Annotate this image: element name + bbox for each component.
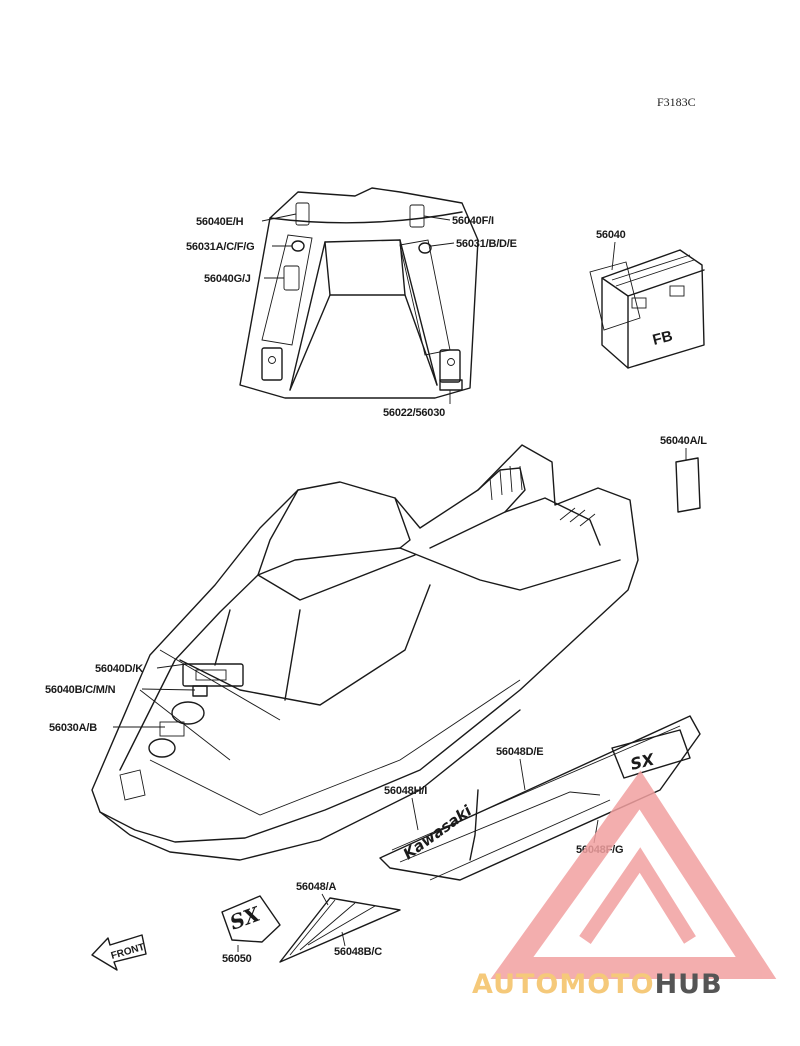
label-56031a-c-f-g: 56031A/C/F/G xyxy=(186,241,255,253)
deck-pad-drawing xyxy=(239,187,479,399)
leader-line xyxy=(321,893,329,906)
leader-line xyxy=(141,688,196,691)
leader-line xyxy=(519,758,526,791)
label-56048d-e: 56048D/E xyxy=(496,746,543,758)
battery-brand-text: FB xyxy=(651,328,675,349)
label-56022-56030: 56022/56030 xyxy=(383,407,445,419)
small-stripe-drawing xyxy=(279,897,401,963)
front-arrow-icon: FRONT xyxy=(91,934,147,971)
label-56040g-j: 56040G/J xyxy=(204,273,251,285)
watermark-logo xyxy=(490,770,777,979)
leader-line xyxy=(430,242,455,247)
side-decal-sx: SX xyxy=(628,750,656,774)
label-56040a-l: 56040A/L xyxy=(660,435,707,447)
leader-line xyxy=(611,241,616,271)
battery-drawing: FB xyxy=(589,249,705,369)
label-56040: 56040 xyxy=(596,229,626,241)
figure-code: F3183C xyxy=(657,95,696,109)
label-56040f-i: 56040F/I xyxy=(452,215,494,227)
leader-line xyxy=(341,931,346,947)
jetski-hull-drawing xyxy=(91,444,639,861)
label-56040d-k: 56040D/K xyxy=(95,663,143,675)
label-56040e-h: 56040E/H xyxy=(196,216,244,228)
leader-line xyxy=(423,215,451,221)
label-56030a-b: 56030A/B xyxy=(49,722,97,734)
leader-line xyxy=(411,797,419,831)
sx-logo-drawing: SX xyxy=(221,895,281,943)
label-56048b-c: 56048B/C xyxy=(334,946,382,958)
label-56048h-i: 56048H/I xyxy=(384,785,427,797)
label-56050: 56050 xyxy=(222,953,252,965)
sx-logo-text: SX xyxy=(227,901,265,934)
label-56031-b-d-e: 56031/B/D/E xyxy=(456,238,517,250)
tag-drawing xyxy=(675,457,701,513)
label-56040b-c-m-n: 56040B/C/M/N xyxy=(45,684,116,696)
leader-line xyxy=(156,663,187,669)
side-decal-brand: Kawasaki xyxy=(400,801,476,863)
label-56048-a: 56048/A xyxy=(296,881,336,893)
leader-line xyxy=(261,213,297,222)
watermark-text-part1: AUTOMOTOHUB xyxy=(472,969,723,1000)
